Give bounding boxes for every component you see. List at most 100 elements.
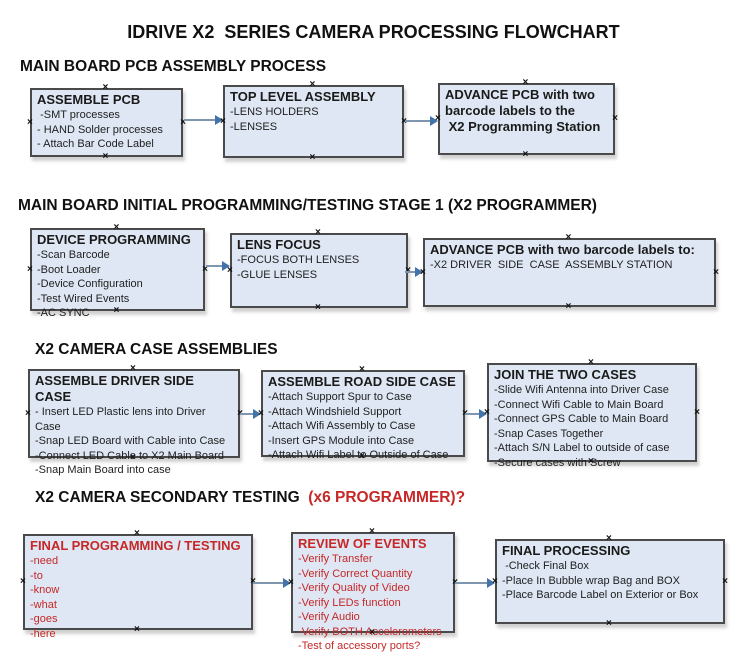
box-item: -Attach Wifi Assembly to Case xyxy=(268,420,416,432)
box-item: -Verify Quality of Video xyxy=(298,582,410,594)
arrow-line xyxy=(240,413,255,415)
box-item: -Insert GPS Module into Case xyxy=(268,434,415,447)
box-item: - Insert LED Plastic lens into Driver Ca… xyxy=(35,406,209,433)
box-heading: JOIN THE TWO CASES xyxy=(494,367,637,382)
box-item: -to xyxy=(30,569,43,582)
box-item: -X2 DRIVER SIDE CASE ASSEMBLY STATION xyxy=(430,259,673,271)
arrow-line xyxy=(206,265,224,267)
arrow-head-icon xyxy=(215,115,223,125)
flow-arrow xyxy=(455,578,495,588)
connector-handle-icon: × xyxy=(522,149,529,160)
section-heading-case-assemblies: X2 CAMERA CASE ASSEMBLIES xyxy=(35,341,278,358)
arrow-line xyxy=(405,120,432,122)
box-item: -Secure cases with Screw xyxy=(494,456,621,469)
box-heading: ASSEMBLE ROAD SIDE CASE xyxy=(268,374,456,389)
box-review-of-events: REVIEW OF EVENTS -Verify Transfer -Verif… xyxy=(288,527,458,653)
box-item: -Connect LED Cable to X2 Main Board xyxy=(35,449,224,462)
connector-handle-icon: × xyxy=(565,301,572,312)
connector-handle-icon: × xyxy=(25,407,31,419)
connector-handle-icon: × xyxy=(102,151,109,162)
box-item: -what xyxy=(30,598,57,611)
box-heading: ADVANCE PCB with two barcode labels to t… xyxy=(445,87,601,134)
connector-handle-icon: × xyxy=(27,116,33,128)
box-item: -Attach Windshield Support xyxy=(268,405,402,418)
box-item: -Place Barcode Label on Exterior or Box xyxy=(502,589,699,601)
arrow-head-icon xyxy=(479,409,487,419)
box-join-the-two-cases: JOIN THE TWO CASES -Slide Wifi Antenna i… xyxy=(484,358,700,469)
box-item: -FOCUS BOTH LENSES xyxy=(237,254,360,266)
connector-handle-icon: × xyxy=(20,576,26,587)
connector-handle-icon: × xyxy=(694,406,700,418)
arrow-head-icon xyxy=(430,116,438,126)
box-item: -AC SYNC xyxy=(37,307,90,319)
box-heading: TOP LEVEL ASSEMBLY xyxy=(230,89,376,104)
box-item: -Boot Loader xyxy=(37,263,101,276)
box-assemble-pcb: ASSEMBLE PCB -SMT processes - HAND Solde… xyxy=(27,83,186,162)
box-item: -LENS HOLDERS xyxy=(230,106,319,118)
box-item: -Verify Correct Quantity xyxy=(298,567,413,580)
box-item: -Connect Wifi Cable to Main Board xyxy=(494,398,664,411)
flow-arrow xyxy=(405,116,438,126)
box-item: -Snap LED Board with Cable into Case xyxy=(35,435,226,447)
arrow-head-icon xyxy=(487,578,495,588)
box-item: - Attach Bar Code Label xyxy=(37,138,154,150)
box-heading: REVIEW OF EVENTS xyxy=(298,536,427,551)
box-assemble-driver-side-case: ASSEMBLE DRIVER SIDE CASE - Insert LED P… xyxy=(25,364,243,477)
box-item: -Connect GPS Cable to Main Board xyxy=(494,413,669,425)
arrow-line xyxy=(465,413,481,415)
box-heading: DEVICE PROGRAMMING xyxy=(37,232,191,247)
flow-arrow xyxy=(206,261,230,271)
flow-arrow xyxy=(184,115,223,125)
connector-handle-icon: × xyxy=(309,152,316,163)
box-heading: FINAL PROCESSING xyxy=(502,543,631,558)
connector-handle-icon: × xyxy=(27,263,33,275)
box-item: -Check Final Box xyxy=(502,560,589,572)
box-item: -Verify BOTH Accelerometers xyxy=(298,625,442,638)
arrow-line xyxy=(405,271,417,273)
box-heading: ASSEMBLE PCB xyxy=(37,92,141,107)
section-heading-red-part: (x6 PROGRAMMER)? xyxy=(304,489,466,506)
box-item: -Snap Main Board into case xyxy=(35,464,171,476)
arrow-line xyxy=(184,119,217,121)
connector-handle-icon: × xyxy=(722,575,728,587)
connector-handle-icon: × xyxy=(612,113,618,124)
box-item: -know xyxy=(30,584,60,596)
box-item: -Attach Wifi Label to Outside of Case xyxy=(268,449,449,461)
page-title: IDRIVE X2 SERIES CAMERA PROCESSING FLOWC… xyxy=(127,22,620,42)
flow-arrow xyxy=(465,409,487,419)
flow-arrow xyxy=(405,267,423,277)
box-lens-focus: LENS FOCUS -FOCUS BOTH LENSES -GLUE LENS… xyxy=(227,228,411,313)
box-item: -Snap Cases Together xyxy=(494,427,604,440)
box-item: -Attach Support Spur to Case xyxy=(268,391,412,403)
connector-handle-icon: × xyxy=(606,618,612,629)
box-item: -Test Wired Events xyxy=(37,292,130,305)
arrow-head-icon xyxy=(222,261,230,271)
flow-arrow xyxy=(253,578,291,588)
box-heading: FINAL PROGRAMMING / TESTING xyxy=(30,538,241,553)
box-device-programming: DEVICE PROGRAMMING -Scan Barcode -Boot L… xyxy=(27,223,208,320)
box-item: -SMT processes xyxy=(37,109,120,121)
box-heading: LENS FOCUS xyxy=(237,237,321,252)
arrow-head-icon xyxy=(415,267,423,277)
box-item: -Test of accessory ports? xyxy=(298,640,421,652)
box-item: -Verify Transfer xyxy=(298,553,373,565)
arrow-line xyxy=(253,582,285,584)
box-top-level-assembly: TOP LEVEL ASSEMBLY -LENS HOLDERS -LENSES… xyxy=(220,80,407,163)
box-item: -Scan Barcode xyxy=(37,249,110,261)
section-heading-secondary-testing: X2 CAMERA SECONDARY TESTING (x6 PROGRAMM… xyxy=(35,489,465,507)
box-final-processing: FINAL PROCESSING -Check Final Box -Place… xyxy=(492,534,728,629)
box-item: -Slide Wifi Antenna into Driver Case xyxy=(494,384,669,396)
box-item: -Place In Bubble wrap Bag and BOX xyxy=(502,574,680,587)
arrow-head-icon xyxy=(253,409,261,419)
box-item: -Verify Audio xyxy=(298,611,360,623)
box-item: -Verify LEDs function xyxy=(298,596,401,609)
box-item: -LENSES xyxy=(230,120,278,133)
box-item: -need xyxy=(30,555,59,567)
section-heading-pcb-assembly: MAIN BOARD PCB ASSEMBLY PROCESS xyxy=(20,58,327,75)
box-heading: ASSEMBLE DRIVER SIDE CASE xyxy=(35,373,198,404)
box-item: -Attach S/N Label to outside of case xyxy=(494,442,670,454)
flow-arrow xyxy=(240,409,261,419)
box-item: -GLUE LENSES xyxy=(237,268,318,281)
box-item: - HAND Solder processes xyxy=(37,123,163,136)
